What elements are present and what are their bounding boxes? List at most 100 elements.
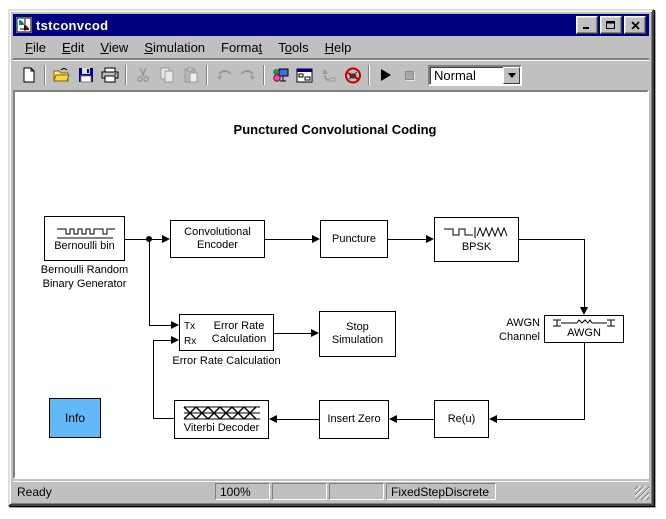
debugger-icon xyxy=(344,67,361,83)
maximize-button[interactable] xyxy=(600,16,622,34)
menubar: File Edit View Simulation Format Tools H… xyxy=(13,36,649,60)
stop-simulation-button[interactable] xyxy=(398,64,421,86)
open-model-button[interactable] xyxy=(50,64,73,86)
new-icon xyxy=(23,67,34,83)
wire[interactable] xyxy=(397,419,434,420)
save-model-button[interactable] xyxy=(74,64,97,86)
wire[interactable] xyxy=(584,239,585,307)
port-tx: Tx xyxy=(184,321,196,332)
wire[interactable] xyxy=(153,340,154,419)
wire[interactable] xyxy=(153,418,174,419)
arrowhead xyxy=(162,235,170,243)
cut-button[interactable] xyxy=(131,64,154,86)
menu-format[interactable]: Format xyxy=(221,39,263,55)
block-complex-to-real[interactable]: Re(u) xyxy=(434,400,489,438)
debugger-button[interactable] xyxy=(341,64,364,86)
titlebar[interactable]: tstconvcod xyxy=(13,14,649,36)
copy-button[interactable] xyxy=(155,64,178,86)
caption-awgn: AWGN Channel xyxy=(499,317,540,343)
block-label: BPSK xyxy=(461,241,492,253)
arrowhead xyxy=(171,336,179,344)
menu-help[interactable]: Help xyxy=(324,39,352,55)
menu-file[interactable]: File xyxy=(25,39,46,55)
maximize-icon xyxy=(606,20,615,29)
simulation-mode-value: Normal xyxy=(434,67,476,83)
wire[interactable] xyxy=(584,343,585,419)
play-icon xyxy=(380,69,391,81)
toolbar-separator xyxy=(263,65,265,85)
wire[interactable] xyxy=(149,325,171,326)
block-bpsk-modulator[interactable]: BPSK xyxy=(434,217,519,262)
simulation-mode-dropdown[interactable]: Normal xyxy=(428,64,522,86)
paste-button[interactable] xyxy=(179,64,202,86)
minimize-button[interactable] xyxy=(576,16,598,34)
block-label: Viterbi Decoder xyxy=(183,422,260,434)
simulink-model-window: tstconvcod File Edit View Simulation For… xyxy=(8,9,654,506)
block-bernoulli-generator[interactable]: Bernoulli bin xyxy=(44,216,125,261)
block-convolutional-encoder[interactable]: Convolutional Encoder xyxy=(170,220,265,258)
block-error-rate-calculation[interactable]: Tx Rx Error Rate Calculation xyxy=(179,314,274,351)
open-icon xyxy=(52,68,70,82)
trellis-icon xyxy=(183,406,260,420)
menu-tools[interactable]: Tools xyxy=(278,39,309,55)
status-panel xyxy=(329,483,384,500)
library-browser-button[interactable] xyxy=(269,64,292,86)
arrowhead xyxy=(311,329,319,337)
block-viterbi-decoder[interactable]: Viterbi Decoder xyxy=(174,400,269,439)
block-info[interactable]: Info xyxy=(49,398,101,438)
toolbar-separator xyxy=(368,65,370,85)
stop-icon xyxy=(405,70,414,80)
statusbar: Ready 100% FixedStepDiscrete xyxy=(13,481,649,501)
block-insert-zero[interactable]: Insert Zero xyxy=(319,400,389,439)
port-rx: Rx xyxy=(184,336,197,347)
up-to-parent-icon xyxy=(321,69,335,82)
wire[interactable] xyxy=(519,239,585,240)
block-awgn-channel[interactable]: AWGN xyxy=(544,315,624,343)
undo-icon xyxy=(216,70,232,80)
block-puncture[interactable]: Puncture xyxy=(320,220,388,258)
arrowhead xyxy=(269,415,277,423)
menu-view[interactable]: View xyxy=(100,39,129,55)
redo-button[interactable] xyxy=(236,64,259,86)
status-panel xyxy=(272,483,327,500)
toolbar-separator xyxy=(206,65,208,85)
toolbar: Normal xyxy=(13,60,649,90)
wire[interactable] xyxy=(265,239,312,240)
wire[interactable] xyxy=(277,419,319,420)
wire[interactable] xyxy=(153,340,171,341)
resize-grip[interactable] xyxy=(635,486,649,500)
wire[interactable] xyxy=(125,239,163,240)
wire[interactable] xyxy=(497,419,585,420)
toolbar-separator xyxy=(44,65,46,85)
input-ports: Tx Rx xyxy=(184,319,196,349)
model-canvas[interactable]: Punctured Convolutional Coding xyxy=(13,90,649,479)
start-simulation-button[interactable] xyxy=(374,64,397,86)
menu-edit[interactable]: Edit xyxy=(61,39,85,55)
wire[interactable] xyxy=(149,239,150,326)
up-to-parent-button[interactable] xyxy=(317,64,340,86)
wire[interactable] xyxy=(388,239,426,240)
window-controls xyxy=(576,16,646,34)
new-model-button[interactable] xyxy=(17,64,40,86)
undo-button[interactable] xyxy=(212,64,235,86)
toolbar-separator xyxy=(125,65,127,85)
binary-waveform-icon xyxy=(56,228,115,238)
menu-simulation[interactable]: Simulation xyxy=(144,39,206,55)
block-stop-simulation[interactable]: Stop Simulation xyxy=(319,311,396,357)
redo-icon xyxy=(239,70,255,80)
close-icon xyxy=(630,20,640,30)
wire[interactable] xyxy=(274,333,312,334)
block-label: Error Rate Calculation xyxy=(211,320,267,345)
caption-error-rate: Error Rate Calculation xyxy=(172,355,281,367)
print-button[interactable] xyxy=(98,64,121,86)
save-icon xyxy=(78,68,93,83)
arrowhead xyxy=(171,321,179,329)
model-browser-button[interactable] xyxy=(293,64,316,86)
dropdown-arrow-icon xyxy=(507,72,516,78)
block-label: AWGN xyxy=(567,327,601,339)
dropdown-button[interactable] xyxy=(503,66,520,84)
arrowhead xyxy=(489,415,497,423)
close-button[interactable] xyxy=(624,16,646,34)
zoom-level: 100% xyxy=(215,483,270,500)
awgn-noise-icon xyxy=(553,319,615,327)
